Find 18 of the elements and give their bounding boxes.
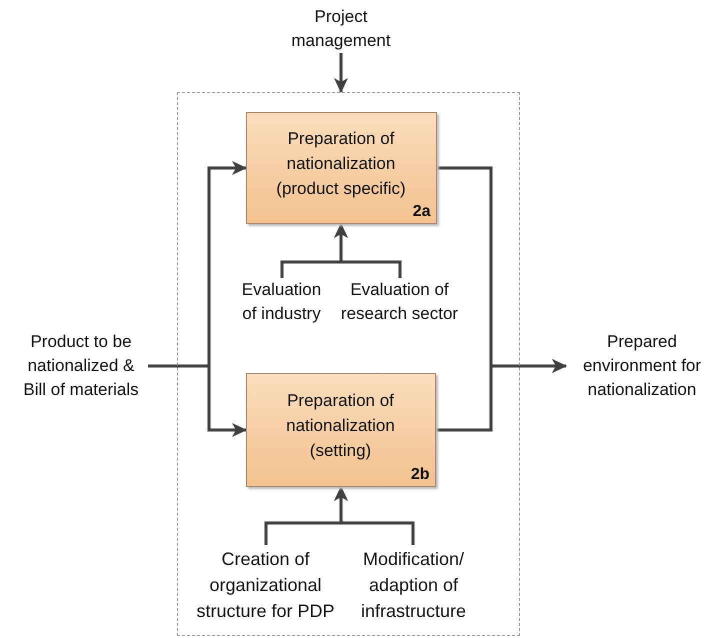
text-label: Evaluation of research sector xyxy=(340,278,460,324)
arrow xyxy=(436,359,567,432)
text-label: Product to be nationalized & Bill of materials xyxy=(22,331,140,401)
process-box xyxy=(246,372,436,486)
step-number: 2a xyxy=(412,202,430,220)
text-label: Project management xyxy=(290,6,392,52)
arrow xyxy=(334,223,402,278)
arrow xyxy=(334,52,348,93)
box-title: Preparation of nationalization (setting) xyxy=(285,390,396,462)
process-box xyxy=(246,112,436,224)
arrow xyxy=(334,486,414,545)
step-number: 2b xyxy=(410,466,430,484)
dashed-boundary xyxy=(177,92,520,636)
text-label: Evaluation of industry xyxy=(240,278,322,324)
text-label: Modification/ adaption of infrastructure xyxy=(360,548,468,622)
text-label: Creation of organizational structure for PDP xyxy=(195,548,336,622)
box-title: Preparation of nationalization (product specific) xyxy=(275,128,407,200)
text-label: Prepared environment for nationalization xyxy=(582,331,702,401)
